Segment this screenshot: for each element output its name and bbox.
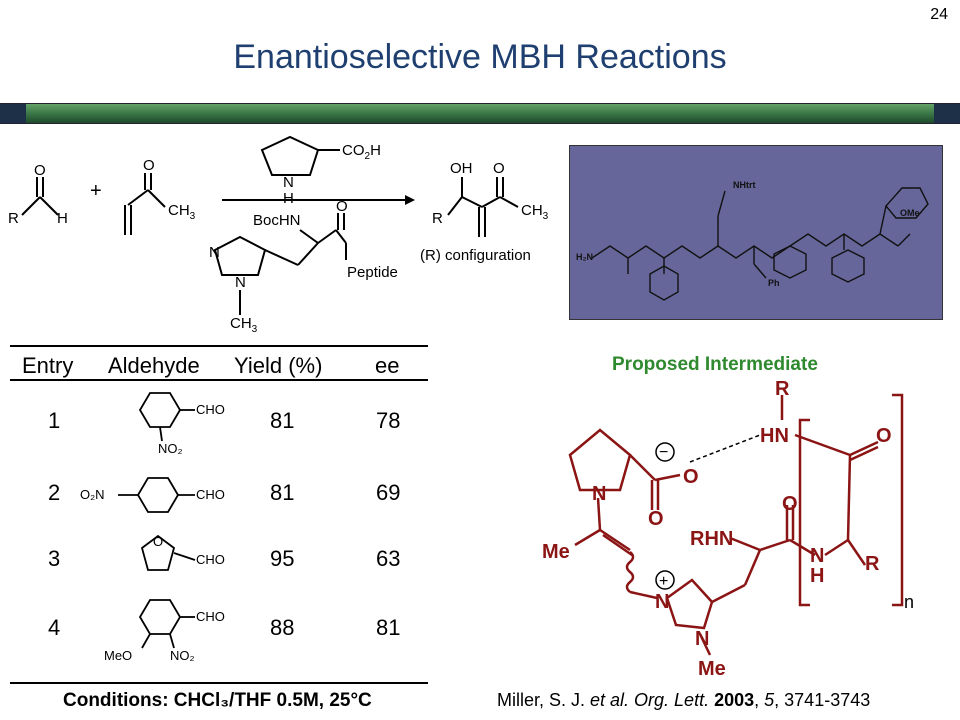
- proline-h: H: [283, 190, 294, 207]
- row4-yield: 88: [270, 615, 294, 640]
- peptide-h2n: H₂N: [576, 252, 593, 262]
- intermediate-r-top: R: [775, 380, 790, 400]
- intermediate-r-right: R: [865, 553, 880, 575]
- row3-o: O: [153, 534, 163, 549]
- imidazole-ch3: CH3: [230, 315, 258, 335]
- enone-ch3: CH3: [168, 202, 196, 222]
- proposed-intermediate-label: Proposed Intermediate: [612, 354, 818, 375]
- row2-ee: 69: [376, 480, 400, 505]
- plus-charge-icon: +: [659, 573, 668, 590]
- intermediate-n-pyrrolidine: N: [592, 483, 606, 505]
- intermediate-n-subscript: n: [904, 592, 914, 612]
- proline-n: N: [283, 174, 294, 191]
- aldehyde-o: O: [34, 162, 46, 179]
- peptide-ph: Ph: [768, 278, 780, 288]
- results-table: Entry Aldehyde Yield (%) ee CHO NO₂ O₂N …: [10, 345, 428, 684]
- reaction-scheme: O R H + O CH3 N H CO2H BocHN O Peptide N…: [8, 135, 549, 335]
- peptide-label: Peptide: [347, 264, 398, 281]
- row4-no2: NO₂: [170, 648, 195, 663]
- intermediate-o-amide: O: [782, 493, 798, 515]
- aldehyde-r: R: [8, 210, 19, 227]
- intermediate-n-ring: N: [695, 628, 709, 650]
- intermediate-n-plus: N: [655, 591, 669, 613]
- peptide-bochn: BocHN: [253, 212, 301, 229]
- intermediate-n-amide: N: [810, 545, 824, 567]
- row3-cho: CHO: [196, 552, 225, 567]
- row3-yield: 95: [270, 546, 294, 571]
- intermediate-me: Me: [542, 541, 570, 563]
- header-ee: ee: [375, 353, 399, 378]
- row4-ee: 81: [376, 615, 400, 640]
- peptide-o: O: [336, 198, 348, 215]
- header-entry: Entry: [22, 353, 73, 378]
- conditions: Conditions: CHCl₃/THF 0.5M, 25°C: [63, 690, 372, 711]
- row4-meo: MeO: [104, 648, 132, 663]
- row3-ee: 63: [376, 546, 400, 571]
- product-ch3: CH3: [521, 202, 549, 222]
- row2-cho: CHO: [196, 487, 225, 502]
- reference-citation: Miller, S. J. et al. Org. Lett. 2003, 5,…: [497, 690, 871, 710]
- row2-yield: 81: [270, 480, 294, 505]
- peptide-catalyst-structure: H₂N NHtrt Ph OMe: [569, 145, 943, 320]
- row1-ee: 78: [376, 408, 400, 433]
- proline-co2h: CO2H: [342, 142, 381, 162]
- intermediate-o-ester: O: [683, 466, 699, 488]
- row1-no2: NO₂: [158, 441, 183, 456]
- slide-number: 24: [930, 6, 948, 23]
- row1-entry: 1: [48, 408, 60, 433]
- intermediate-hn: HN: [760, 425, 789, 447]
- header-aldehyde: Aldehyde: [108, 353, 200, 378]
- imidazole-n2: N: [235, 274, 246, 291]
- row2-o2n: O₂N: [80, 487, 105, 502]
- row4-entry: 4: [48, 615, 60, 640]
- title-divider-bar: [0, 103, 960, 124]
- imidazole-n1: N: [209, 244, 220, 261]
- row2-entry: 2: [48, 480, 60, 505]
- slide-title: Enantioselective MBH Reactions: [233, 38, 727, 76]
- product-r: R: [432, 210, 443, 227]
- row1-yield: 81: [270, 408, 294, 433]
- intermediate-o-carbonyl: O: [648, 508, 664, 530]
- header-yield: Yield (%): [234, 353, 322, 378]
- product-oh: OH: [450, 160, 473, 177]
- product-o: O: [493, 160, 505, 177]
- intermediate-rhn: RHN: [690, 528, 733, 550]
- proposed-intermediate-structure: R HN O O O N Me RHN O N H R N N Me − + n: [542, 380, 914, 680]
- minus-charge-icon: −: [659, 444, 668, 461]
- plus-sign: +: [90, 180, 102, 202]
- product-config: (R) configuration: [420, 247, 531, 264]
- peptide-nhtrt: NHtrt: [733, 180, 756, 190]
- intermediate-me-ring: Me: [698, 658, 726, 680]
- row3-entry: 3: [48, 546, 60, 571]
- row1-cho: CHO: [196, 402, 225, 417]
- enone-o: O: [143, 157, 155, 174]
- peptide-ome: OMe: [900, 208, 920, 218]
- intermediate-h-amide: H: [810, 565, 824, 587]
- intermediate-o-right: O: [876, 425, 892, 447]
- row4-cho: CHO: [196, 609, 225, 624]
- aldehyde-h: H: [57, 210, 68, 227]
